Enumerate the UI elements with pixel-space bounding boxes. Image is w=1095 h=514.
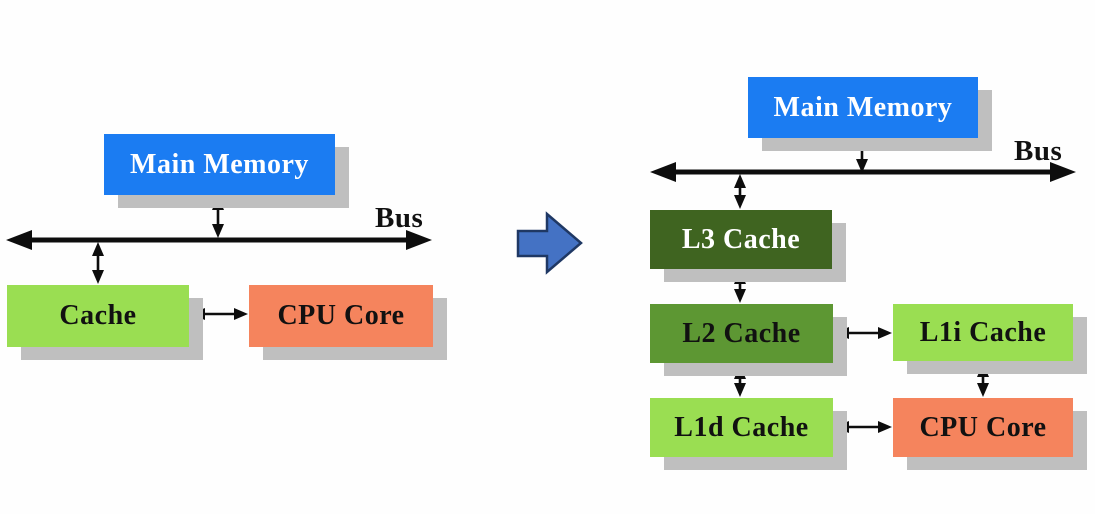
left-main-memory-box: Main Memory	[104, 134, 335, 195]
transition-right-arrow-icon	[516, 211, 583, 275]
right-l3-cache-box: L3 Cache	[650, 210, 832, 269]
right-cpu-core-box: CPU Core	[893, 398, 1073, 457]
left-cache-box: Cache	[7, 285, 189, 347]
right-bus-label: Bus	[1014, 135, 1063, 167]
right-l1d-cache-box: L1d Cache	[650, 398, 833, 457]
right-l2-cache-box: L2 Cache	[650, 304, 833, 363]
right-main-memory-box: Main Memory	[748, 77, 978, 138]
left-bus-label: Bus	[375, 202, 424, 234]
right-l1i-cache-box: L1i Cache	[893, 304, 1073, 361]
left-cpu-core-box: CPU Core	[249, 285, 433, 347]
